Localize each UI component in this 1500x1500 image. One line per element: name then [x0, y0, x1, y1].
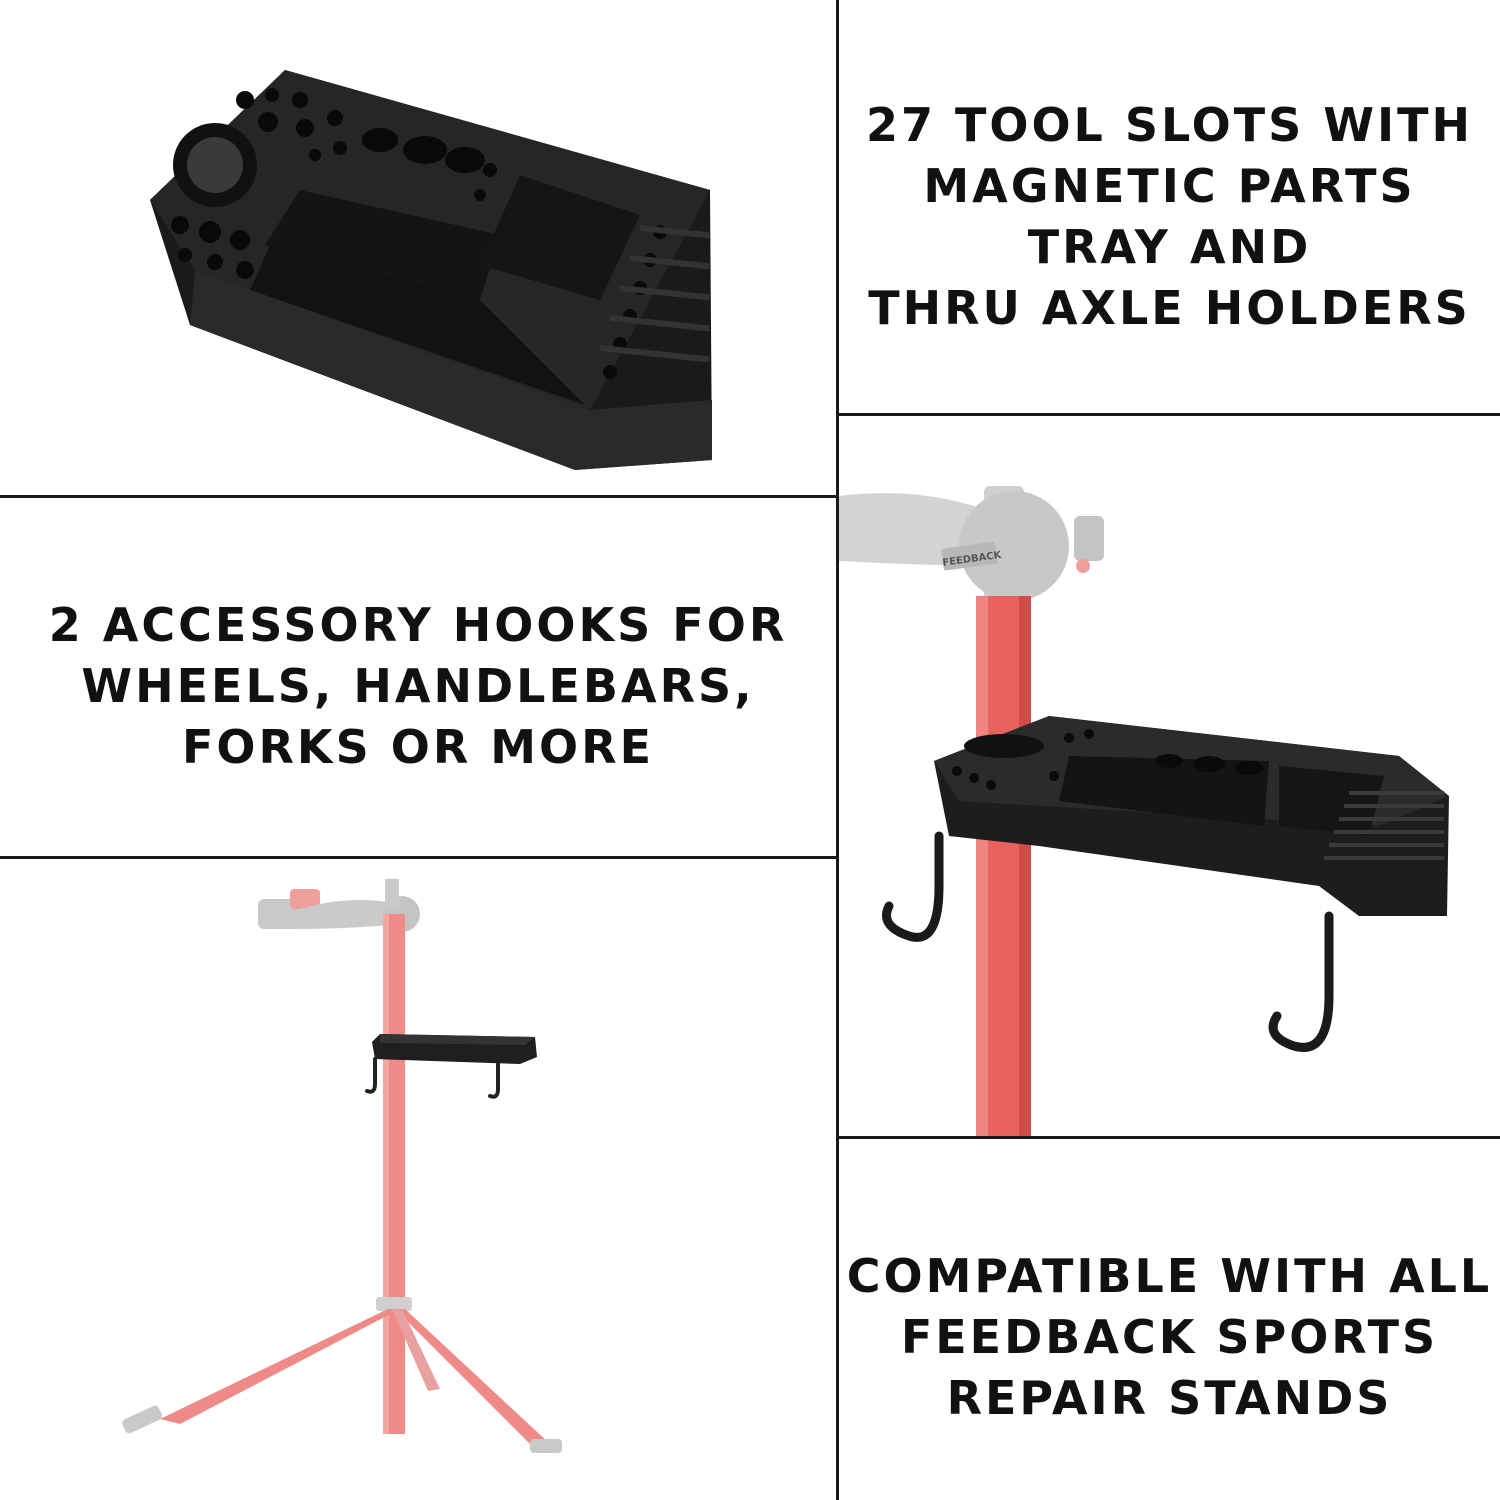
compatible-panel: COMPATIBLE WITH ALL FEEDBACK SPORTS REPA…	[839, 1139, 1500, 1500]
tool-slots-caption: 27 TOOL SLOTS WITH MAGNETIC PARTS TRAY A…	[839, 95, 1500, 339]
tool-tray-image	[150, 70, 712, 470]
divider-right-bottom	[838, 1136, 1500, 1139]
hooks-caption: 2 ACCESSORY HOOKS FOR WHEELS, HANDLEBARS…	[0, 595, 836, 778]
mounted-tray-image: FEEDBACK	[839, 486, 1449, 1136]
caption-line: FORKS OR MORE	[181, 720, 654, 774]
caption-line: 2 ACCESSORY HOOKS FOR	[48, 598, 788, 652]
tray-product-panel	[0, 0, 836, 495]
divider-vertical	[836, 0, 839, 1500]
hooks-panel: 2 ACCESSORY HOOKS FOR WHEELS, HANDLEBARS…	[0, 498, 836, 856]
repair-stand-panel	[0, 859, 836, 1500]
mounted-tray-panel: FEEDBACK	[839, 416, 1500, 1136]
divider-left-top	[0, 495, 838, 498]
caption-line: THRU AXLE HOLDERS	[868, 281, 1471, 335]
caption-line: REPAIR STANDS	[946, 1371, 1393, 1425]
caption-line: MAGNETIC PARTS	[923, 159, 1416, 213]
caption-line: COMPATIBLE WITH ALL	[846, 1249, 1493, 1303]
caption-line: TRAY AND	[1027, 220, 1312, 274]
divider-left-bottom	[0, 856, 838, 859]
compatible-caption: COMPATIBLE WITH ALL FEEDBACK SPORTS REPA…	[839, 1246, 1500, 1429]
caption-line: WHEELS, HANDLEBARS,	[81, 659, 755, 713]
repair-stand-image	[122, 879, 562, 1453]
caption-line: 27 TOOL SLOTS WITH	[865, 98, 1474, 152]
tool-slots-panel: 27 TOOL SLOTS WITH MAGNETIC PARTS TRAY A…	[839, 0, 1500, 413]
divider-right-top	[838, 413, 1500, 416]
caption-line: FEEDBACK SPORTS	[900, 1310, 1439, 1364]
